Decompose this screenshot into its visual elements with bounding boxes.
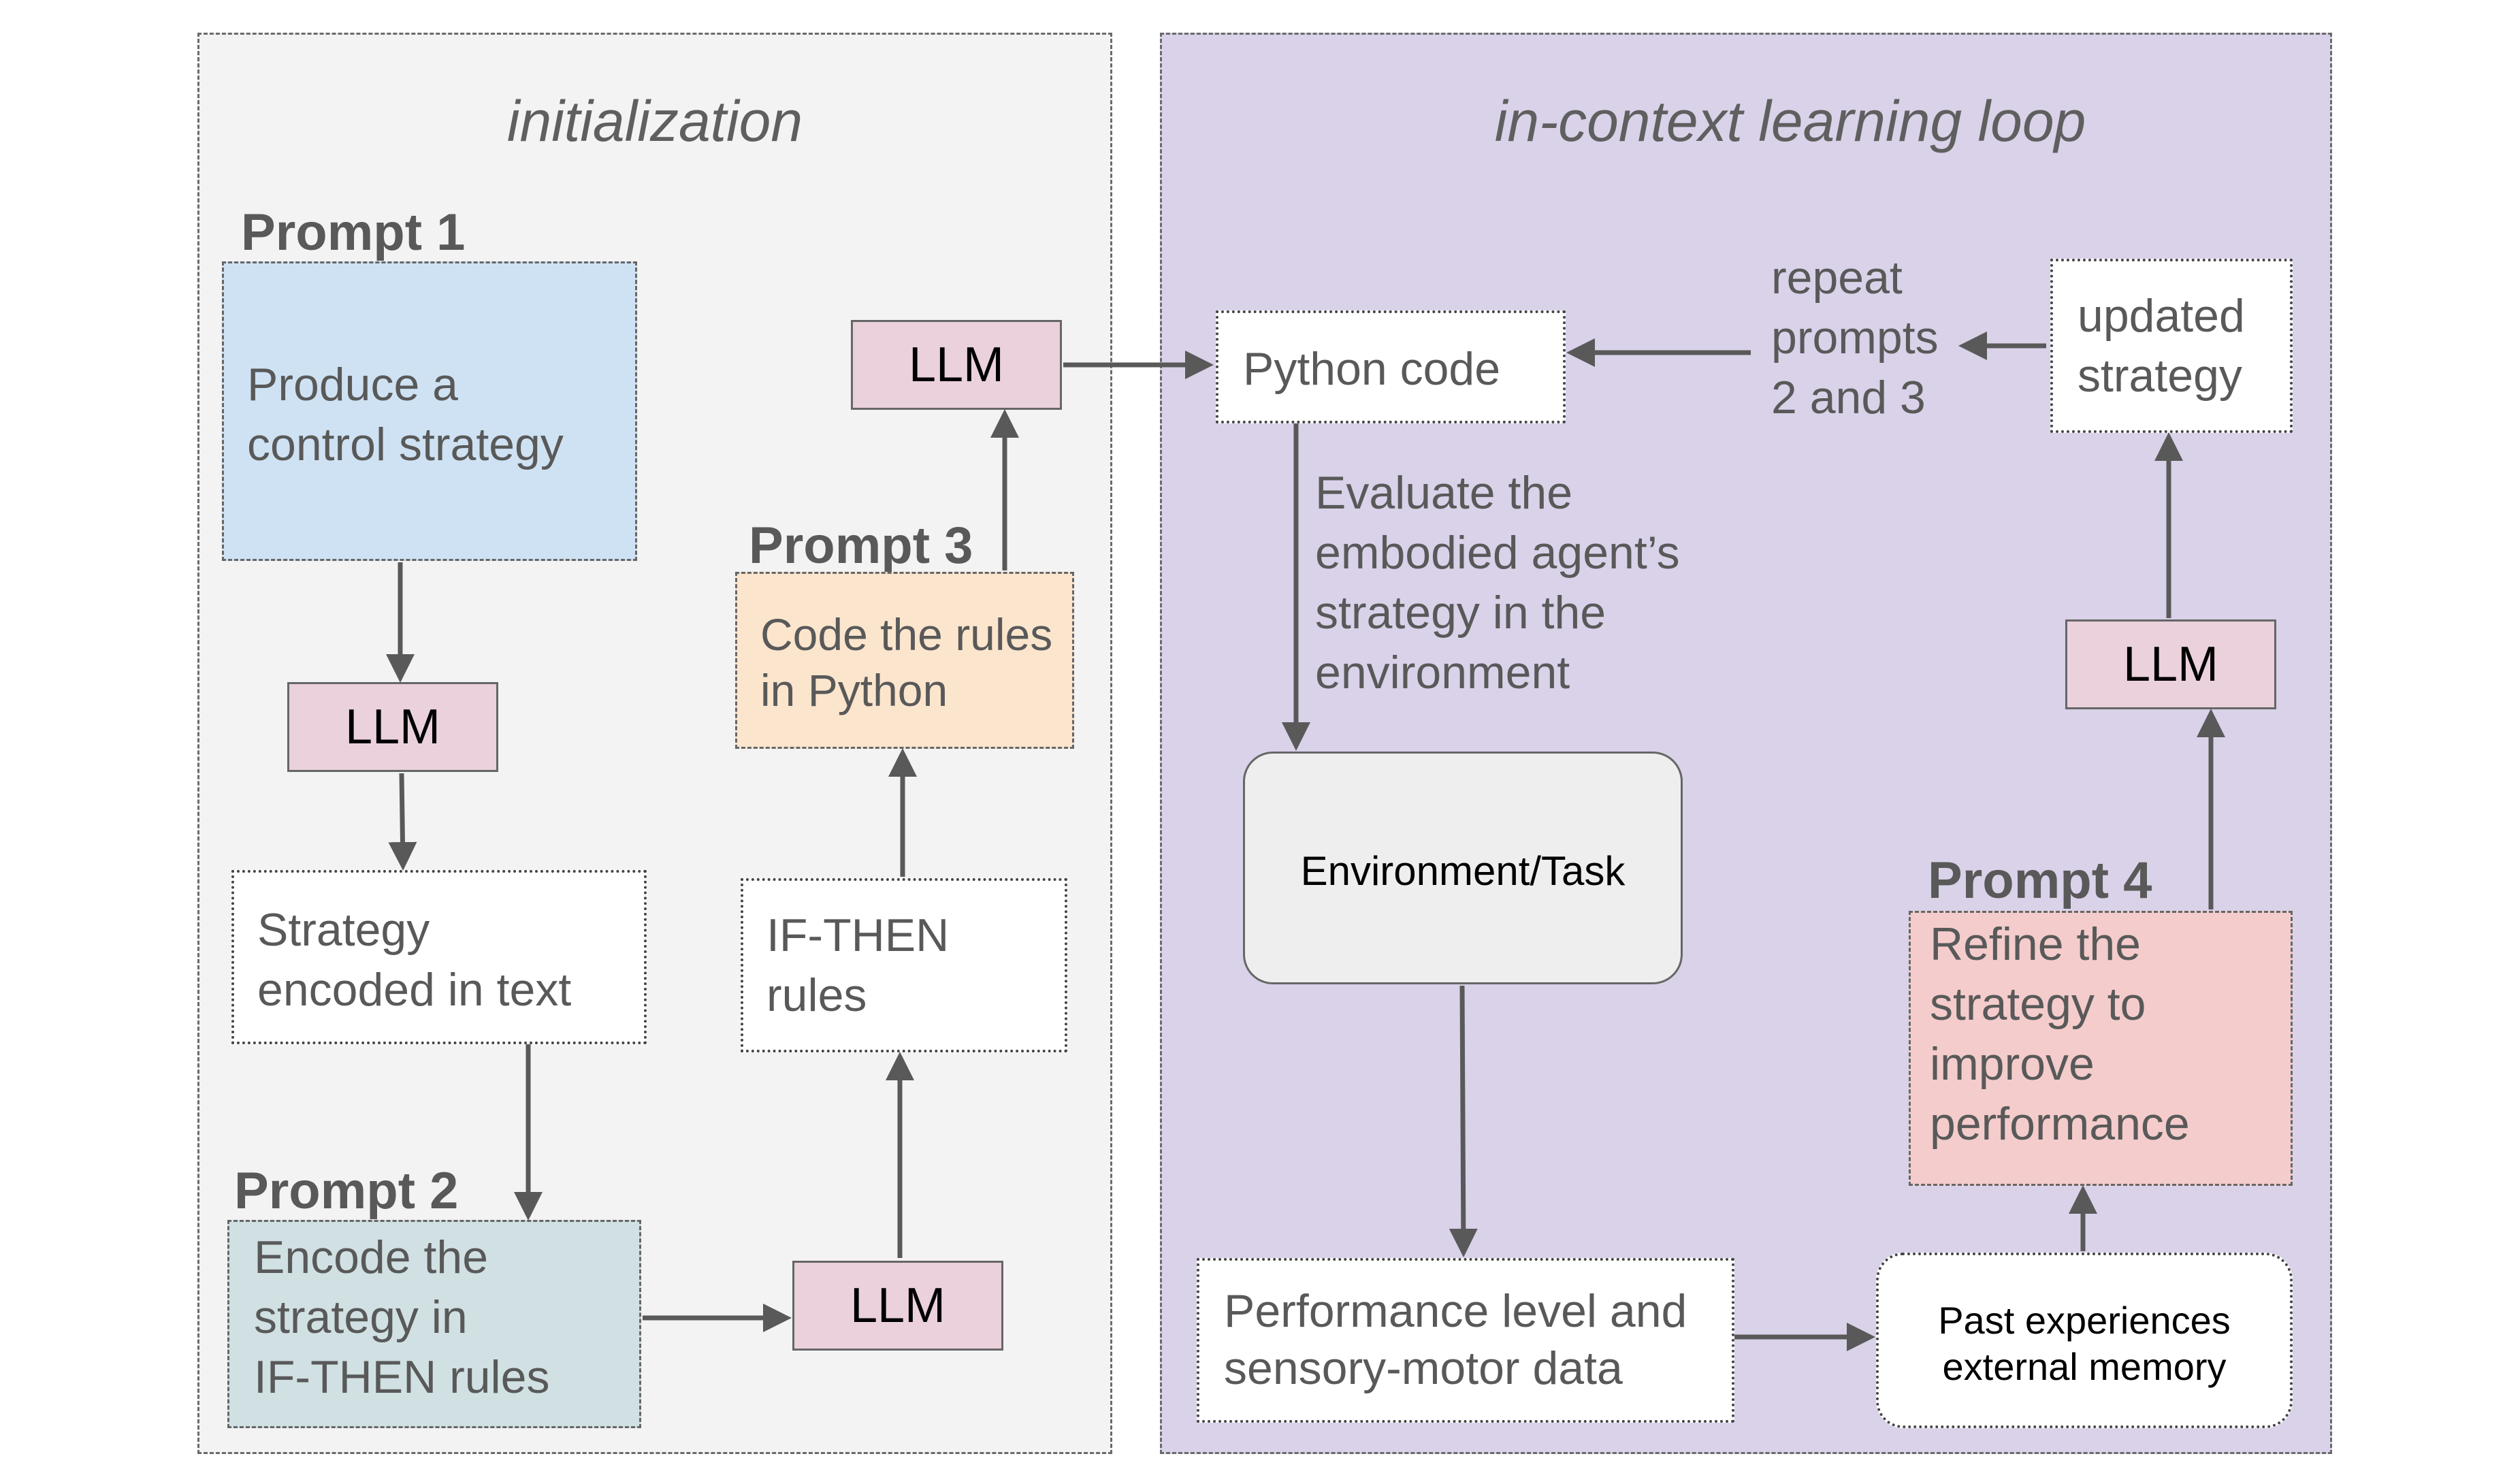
updated-strategy-box: updated strategy — [2050, 259, 2293, 433]
prompt-3-text: Code the rules in Python — [760, 609, 1053, 715]
if-then-rules-text: IF-THEN rules — [766, 909, 950, 1021]
llm-box-4: LLM — [2065, 619, 2276, 709]
arrow-llm1-to-strategy — [388, 773, 417, 871]
prompt-4-text: Refine the strategy to improve performan… — [1930, 918, 2190, 1150]
prompt-2-text: Encode the strategy in IF-THEN rules — [254, 1231, 550, 1403]
loop-title: in-context learning loop — [1494, 89, 2086, 153]
prompt-4-box: Refine the strategy to improve performan… — [1909, 911, 2293, 1186]
llm-box-3: LLM — [851, 320, 1062, 410]
strategy-encoded-text: Strategy encoded in text — [257, 904, 572, 1016]
environment-task-text: Environment/Task — [1300, 848, 1626, 894]
prompt-1-text: Produce a control strategy — [247, 359, 564, 470]
prompt-1-label: Prompt 1 — [241, 204, 466, 261]
evaluate-strategy-text: Evaluate the embodied agent’s strategy i… — [1315, 467, 1680, 698]
prompt-4-label: Prompt 4 — [1928, 852, 2152, 909]
llm-1-label: LLM — [344, 700, 441, 754]
llm-box-1: LLM — [287, 682, 498, 772]
llm-4-label: LLM — [2122, 637, 2219, 692]
repeat-prompts-text: repeat prompts 2 and 3 — [1771, 252, 1939, 423]
llm-box-2: LLM — [792, 1261, 1003, 1351]
llm-2-label: LLM — [850, 1278, 946, 1333]
prompt-1-box: Produce a control strategy — [222, 261, 637, 561]
llm-3-label: LLM — [908, 338, 1005, 392]
performance-data-box: Performance level and sensory-motor data — [1197, 1258, 1734, 1423]
prompt-3-box: Code the rules in Python — [735, 572, 1074, 749]
prompt-2-box: Encode the strategy in IF-THEN rules — [227, 1220, 641, 1428]
arrow-environment-to-performance — [1449, 985, 1478, 1257]
past-experiences-text: Past experiences external memory — [1938, 1299, 2231, 1388]
if-then-rules-box: IF-THEN rules — [741, 878, 1067, 1052]
initialization-title: initialization — [506, 89, 803, 153]
prompt-2-label: Prompt 2 — [234, 1162, 459, 1220]
strategy-encoded-box: Strategy encoded in text — [231, 870, 647, 1044]
past-experiences-box: Past experiences external memory — [1876, 1253, 2293, 1428]
updated-strategy-text: updated strategy — [2078, 290, 2245, 402]
python-code-box: Python code — [1216, 310, 1566, 423]
prompt-3-label: Prompt 3 — [749, 517, 973, 575]
environment-task-box: Environment/Task — [1243, 752, 1683, 984]
performance-data-text: Performance level and sensory-motor data — [1224, 1285, 1687, 1394]
python-code-text: Python code — [1243, 343, 1501, 395]
